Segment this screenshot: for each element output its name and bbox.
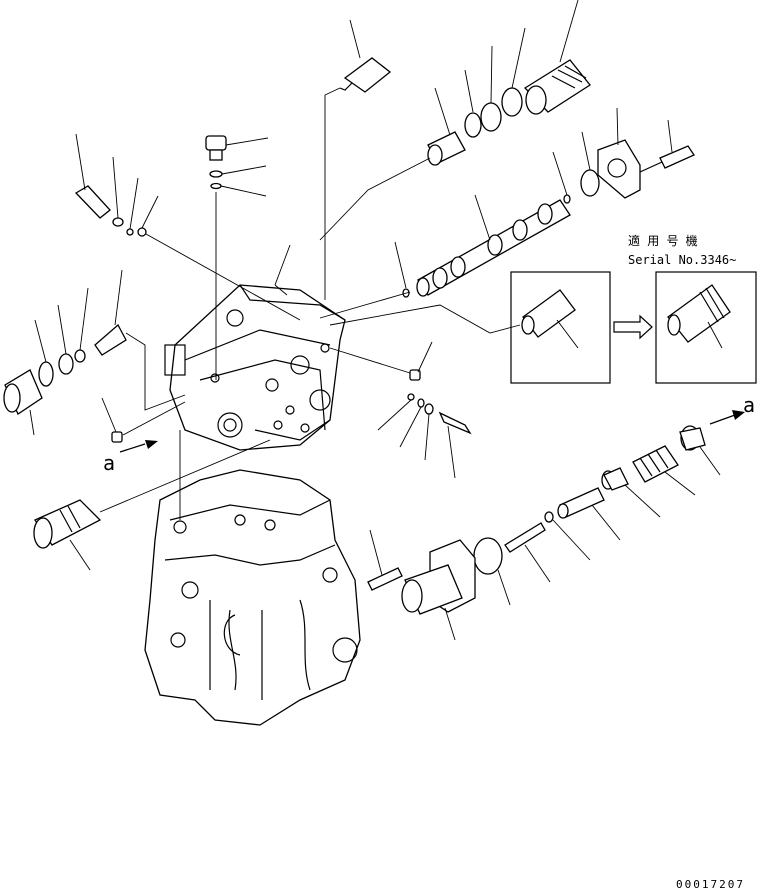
inset-old-part xyxy=(329,271,611,384)
fitting-top xyxy=(324,19,392,300)
left-relief-cartridge xyxy=(33,439,271,571)
flow-arrow-left xyxy=(119,440,158,453)
assembly-guide-lines xyxy=(179,244,291,520)
left-upper-bolt xyxy=(74,133,301,321)
flow-marker-right: a xyxy=(743,393,755,417)
left-relief-plug xyxy=(3,269,186,436)
inset-serial-label: Serial No.3346~ xyxy=(628,253,736,267)
inset-new-part xyxy=(655,271,757,384)
flow-arrow-right xyxy=(709,410,745,425)
drawing-number: 00017207 xyxy=(676,878,745,891)
right-spring-stack xyxy=(504,425,721,583)
solenoid-cover xyxy=(367,529,511,641)
center-right-small-parts xyxy=(329,341,472,479)
inset-applicability-label: 適 用 号 機 xyxy=(628,233,698,248)
plug-top-center xyxy=(205,135,269,380)
replacement-arrow xyxy=(613,314,653,340)
piston-seal-group xyxy=(319,0,591,241)
cover-flange xyxy=(580,107,695,199)
valve-body-main xyxy=(164,284,346,451)
valve-body-lower xyxy=(144,469,361,726)
spool-assembly xyxy=(319,151,571,319)
left-small-plug xyxy=(101,397,186,443)
flow-marker-left: a xyxy=(103,451,115,475)
